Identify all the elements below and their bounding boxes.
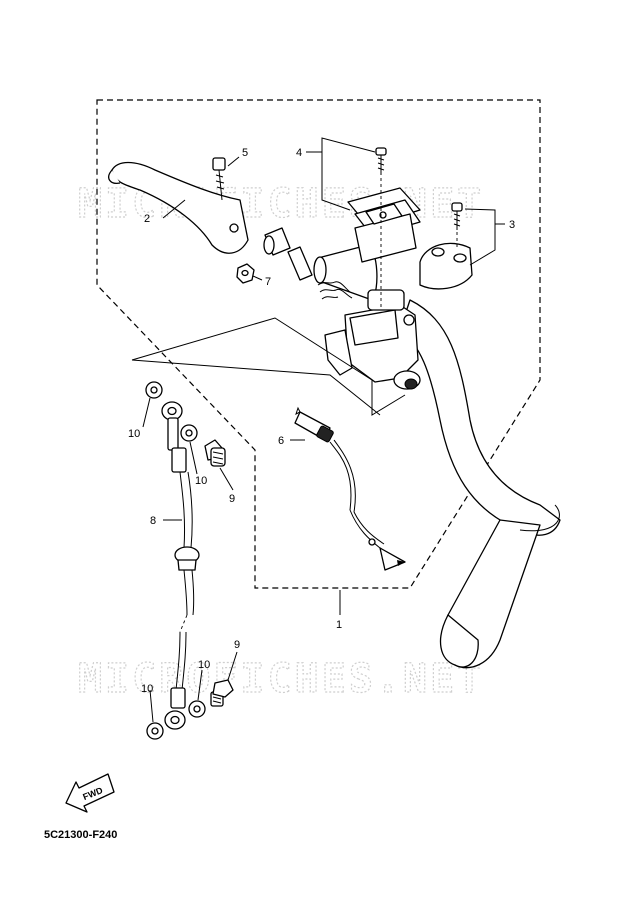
callout-10-upper-right: 10 [195, 475, 207, 487]
callout-1: 1 [336, 619, 342, 631]
piston-kit [263, 227, 353, 300]
lower-washers [146, 700, 206, 740]
watermark-bottom: MICROFICHES.NET [78, 656, 484, 702]
brake-switch [294, 406, 406, 571]
callout-4: 4 [296, 147, 302, 159]
lever-bolt [212, 157, 226, 201]
cover-screw [375, 147, 387, 310]
brake-hose [161, 401, 200, 730]
lever-nut [236, 263, 255, 284]
brake-lever [108, 161, 249, 254]
upper-washers [145, 381, 198, 442]
leader-lines [131, 317, 406, 416]
upper-union-bolt [204, 439, 226, 467]
lower-union-bolt [210, 679, 234, 707]
diagram-code: 5C21300-F240 [44, 829, 117, 841]
master-cylinder-body [324, 289, 421, 390]
callout-3: 3 [509, 219, 515, 231]
callout-9-lower: 9 [234, 639, 240, 651]
assembly-outline [96, 99, 541, 589]
callout-5: 5 [242, 147, 248, 159]
callout-8: 8 [150, 515, 156, 527]
callout-10-lower-left: 10 [141, 683, 153, 695]
callout-7: 7 [265, 276, 271, 288]
reservoir-cover [347, 187, 421, 263]
fwd-arrow: FWD [65, 773, 115, 813]
callout-10-lower-right: 10 [198, 659, 210, 671]
handlebar-clamp [419, 202, 473, 290]
callout-2: 2 [144, 213, 150, 225]
callout-6: 6 [278, 435, 284, 447]
callout-10-upper-left: 10 [128, 428, 140, 440]
callout-leaders [142, 137, 505, 723]
callout-9-upper: 9 [229, 493, 235, 505]
handlebar [399, 299, 561, 669]
